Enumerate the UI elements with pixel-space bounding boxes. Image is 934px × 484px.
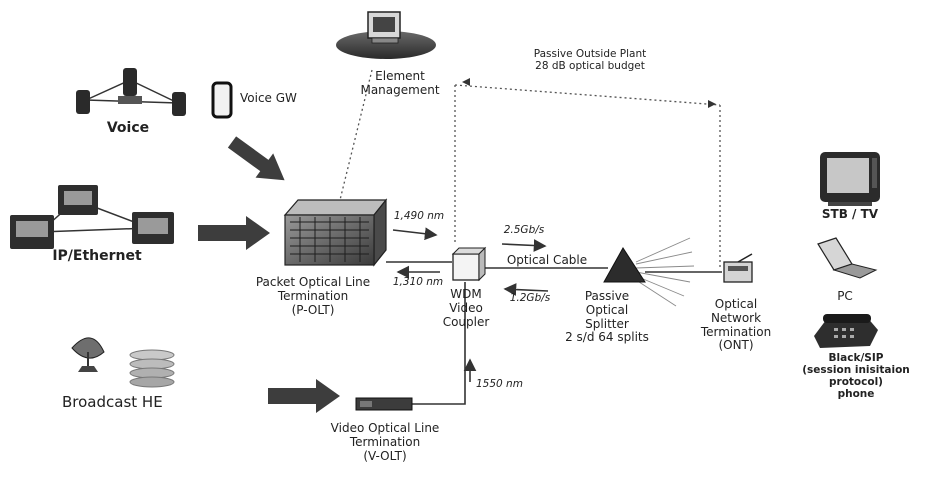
ip-ethernet-network-icon: [10, 185, 174, 249]
optical-cable-label: Optical Cable: [506, 253, 588, 267]
pc-icon: [817, 237, 878, 279]
voice-label: Voice: [106, 120, 150, 136]
input-arrows: [198, 136, 340, 413]
wavelength-arrows: [392, 227, 549, 382]
voice-gw-label: Voice GW: [240, 91, 297, 105]
wavelength-1490-label: 1,490 nm: [393, 210, 445, 222]
broadcast-input-arrow: [268, 379, 340, 413]
p-olt-rack-icon: [283, 198, 388, 267]
downstream-rate-label: 2.5Gb/s: [503, 224, 545, 236]
v-olt-label: Video Optical Line Termination (V-OLT): [330, 421, 440, 463]
wdm-coupler-icon: [451, 246, 487, 282]
ont-label: Optical Network Termination (ONT): [700, 297, 772, 353]
splitter-fanout-lines: [635, 237, 695, 307]
fiber-lines: [386, 261, 722, 405]
ip-input-arrow: [198, 216, 270, 250]
wavelength-1550-label: 1550 nm: [476, 378, 523, 390]
voice-input-arrow: [227, 136, 285, 181]
broadcast-he-label: Broadcast HE: [62, 393, 163, 411]
wavelength-1310-label: 1,310 nm: [392, 276, 444, 288]
phone-label: Black/SIP (session inisitaion protocol) …: [802, 352, 910, 401]
voice-network-icon: [76, 68, 186, 116]
wdm-coupler-label: WDM Video Coupler: [442, 287, 490, 329]
voice-gw-icon: [211, 81, 233, 119]
element-management-label: Element Management: [360, 69, 440, 97]
splitter-label: Passive Optical Splitter 2 s/d 64 splits: [565, 289, 649, 345]
p-olt-label: Packet Optical Line Termination (P-OLT): [255, 275, 371, 317]
tv-icon: [820, 152, 880, 206]
server-stack-icon: [129, 349, 175, 388]
stb-tv-label: STB / TV: [821, 207, 879, 221]
passive-outside-plant-label: Passive Outside Plant 28 dB optical budg…: [533, 48, 647, 73]
splitter-icon: [603, 247, 646, 283]
mgmt-terminal-icon: [336, 11, 436, 59]
ont-icon: [723, 253, 753, 283]
v-olt-icon: [355, 397, 413, 411]
upstream-rate-label: 1.2Gb/s: [509, 292, 551, 304]
pc-label: PC: [837, 289, 853, 303]
outside-plant-arrows: [462, 78, 716, 108]
phone-icon: [814, 314, 878, 348]
satellite-dish-icon: [71, 337, 105, 372]
management-links: [339, 69, 721, 270]
ip-ethernet-label: IP/Ethernet: [52, 248, 142, 264]
